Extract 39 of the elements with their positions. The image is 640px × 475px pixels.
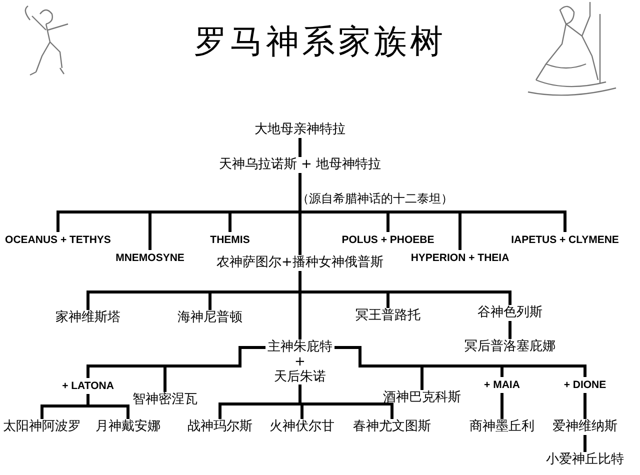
person-name: 火神伏尔甘 <box>270 419 334 435</box>
note-text: （源自希腊神话的十二泰坦） <box>297 190 453 208</box>
title-text: 罗马神系家族树 <box>194 20 446 62</box>
person-name: 酒神巴克科斯 <box>383 390 461 406</box>
person-name: 爱神维纳斯 <box>552 419 618 435</box>
person-name: 大地母亲神特拉 <box>254 122 346 138</box>
tree-line <box>500 393 504 419</box>
person-name: + DIONE <box>564 377 606 393</box>
person-name: 冥后普洛塞庇娜 <box>464 339 556 355</box>
tree-line <box>584 393 586 419</box>
tree-line <box>86 394 130 419</box>
person-name: 天神乌拉诺斯 + 地母神特拉 <box>218 157 382 173</box>
person-name: 主神朱庇特 + 天后朱诺 <box>268 340 332 384</box>
tree-line <box>334 346 586 377</box>
tree-line <box>508 321 512 339</box>
person-name: 商神墨丘利 <box>470 419 534 435</box>
person-name: + LATONA <box>62 378 114 394</box>
tree-line <box>298 173 566 232</box>
person-name: IAPETUS + CLYMENE <box>511 232 619 248</box>
person-name: 太阳神阿波罗 <box>3 419 81 435</box>
person-name: OCEANUS + TETHYS <box>5 232 111 248</box>
person-name: + MAIA <box>484 377 520 393</box>
person-name: 农神萨图尔+播种女神俄普斯 <box>216 255 384 271</box>
person-name: POLUS + PHOEBE <box>342 232 434 248</box>
person-name: MNEMOSYNE <box>116 250 184 266</box>
person-name: 冥王普路托 <box>356 308 420 324</box>
tree-line <box>298 138 302 157</box>
person-name: 春神尤文图斯 <box>353 419 431 435</box>
tree-line <box>164 346 266 392</box>
person-name: 战神玛尔斯 <box>188 419 252 435</box>
person-name: 海神尼普顿 <box>178 310 242 326</box>
person-name: 家神维斯塔 <box>56 310 120 326</box>
person-name: THEMIS <box>210 232 250 248</box>
tree-line <box>584 435 586 452</box>
person-name: 谷神色列斯 <box>478 305 542 321</box>
person-name: HYPERION + THEIA <box>410 250 510 266</box>
person-name: 小爱神丘比特 <box>546 452 624 468</box>
person-name: 月神戴安娜 <box>96 419 160 435</box>
person-name: 智神密涅瓦 <box>132 392 198 408</box>
